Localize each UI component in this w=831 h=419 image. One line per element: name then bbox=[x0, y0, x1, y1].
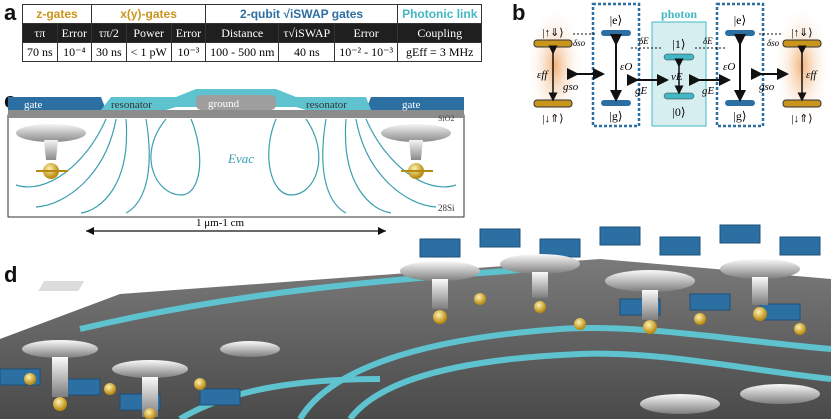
right-gate-label: gate bbox=[402, 99, 420, 111]
left-g-level bbox=[601, 100, 631, 106]
si28-label: 28Si bbox=[438, 203, 455, 213]
value-cell: 40 ns bbox=[278, 42, 336, 62]
left-eo-label: εO bbox=[620, 61, 632, 73]
value-cell: 70 ns bbox=[22, 42, 58, 62]
value-cell: 10⁻⁴ bbox=[56, 42, 93, 62]
value-cell: 30 ns bbox=[91, 42, 127, 62]
left-spin-glow bbox=[527, 4, 583, 128]
table-group-row: z-gates x(y)-gates 2-qubit √iSWAP gates … bbox=[22, 4, 483, 24]
photon-1-label: |1⟩ bbox=[672, 37, 685, 51]
gate-blocks bbox=[0, 224, 821, 411]
ground-electrode bbox=[196, 95, 276, 110]
right-e-level bbox=[725, 30, 755, 36]
resonator-traces bbox=[79, 264, 831, 419]
value-cell: 100 - 500 nm bbox=[205, 42, 280, 62]
left-dso-label: δso bbox=[573, 38, 586, 48]
photon-title: photon bbox=[661, 7, 697, 21]
right-ge-label: gE bbox=[702, 85, 715, 97]
subheader: Error bbox=[170, 23, 207, 43]
right-spin-down-label: |↓⇑⟩ bbox=[791, 113, 812, 125]
gate-spec-table: z-gates x(y)-gates 2-qubit √iSWAP gates … bbox=[22, 4, 483, 62]
right-g-label: |g⟩ bbox=[733, 109, 746, 123]
value-cell: 10⁻² - 10⁻³ bbox=[334, 42, 399, 62]
left-spin-down-level bbox=[533, 99, 573, 108]
photon-0-label: |0⟩ bbox=[672, 105, 685, 119]
subheader: Distance bbox=[205, 23, 280, 43]
left-donor-orbital bbox=[16, 124, 86, 142]
energy-level-diagram: photon |↑⇓⟩ |↓⇑⟩ |↑⇓⟩ |↓⇑⟩ |e⟩ |g⟩ |e⟩ |… bbox=[527, 2, 827, 128]
group-2qubit-gates: 2-qubit √iSWAP gates bbox=[205, 4, 399, 24]
panel-letter-b: b bbox=[512, 0, 526, 25]
left-gate-label: gate bbox=[24, 99, 42, 111]
group-xy-gates: x(y)-gates bbox=[90, 4, 207, 24]
left-donor-stem bbox=[44, 140, 58, 160]
right-spin-up-level bbox=[782, 39, 822, 48]
left-resonator-label: resonator bbox=[111, 99, 152, 111]
right-de-label: δE bbox=[703, 36, 713, 46]
subheader: τπ/2 bbox=[91, 23, 127, 43]
left-charge-box bbox=[591, 2, 641, 128]
value-cell: gEff = 3 MHz bbox=[397, 42, 483, 62]
donor-array bbox=[22, 254, 820, 417]
subheader: τ√iSWAP bbox=[278, 23, 336, 43]
value-cell: < 1 pW bbox=[125, 42, 172, 62]
subheader: Power bbox=[125, 23, 172, 43]
table-value-row: 70 ns 10⁻⁴ 30 ns < 1 pW 10⁻³ 100 - 500 n… bbox=[22, 42, 483, 62]
table-subheader-row: τπ Error τπ/2 Power Error Distance τ√iSW… bbox=[22, 23, 483, 43]
left-eff-label: εff bbox=[537, 69, 549, 81]
subheader: Error bbox=[56, 23, 93, 43]
subheader: Error bbox=[334, 23, 399, 43]
right-charge-box bbox=[715, 2, 765, 128]
subheader: τπ bbox=[22, 23, 58, 43]
left-g-label: |g⟩ bbox=[609, 109, 622, 123]
left-gate bbox=[8, 97, 106, 110]
right-donor-orbital bbox=[381, 124, 451, 142]
photon-0-level bbox=[663, 92, 695, 100]
left-spin-up-level bbox=[533, 39, 573, 48]
donor-atoms bbox=[24, 293, 806, 419]
field-lines bbox=[15, 118, 457, 214]
left-spin-up-label: |↑⇓⟩ bbox=[542, 27, 563, 39]
panel-letter-a: a bbox=[4, 0, 17, 25]
left-gso-label: gso bbox=[563, 81, 579, 93]
subheader: Coupling bbox=[397, 23, 483, 43]
photon-1-level bbox=[663, 53, 695, 61]
right-gate bbox=[366, 97, 464, 110]
panel-letter-d: d bbox=[4, 262, 18, 287]
nu-e-label: νE bbox=[671, 71, 683, 83]
top-trace bbox=[38, 281, 85, 291]
device-array-rendering bbox=[0, 224, 831, 419]
right-resonator-label: resonator bbox=[306, 99, 347, 111]
right-spin-up-label: |↑⇓⟩ bbox=[791, 27, 812, 39]
left-e-level bbox=[601, 30, 631, 36]
value-cell: 10⁻³ bbox=[170, 42, 207, 62]
left-spin-down-label: |↓⇑⟩ bbox=[542, 113, 563, 125]
sio2-layer bbox=[8, 110, 464, 118]
left-de-label: δE bbox=[639, 36, 649, 46]
left-ge-label: gE bbox=[635, 85, 648, 97]
right-dso-label: δso bbox=[767, 38, 780, 48]
right-e-label: |e⟩ bbox=[734, 13, 746, 27]
device-cross-section: gate gate resonator resonator ground SiO… bbox=[7, 89, 465, 235]
right-eff-label: εff bbox=[806, 69, 818, 81]
group-z-gates: z-gates bbox=[22, 4, 92, 24]
right-eo-label: εO bbox=[723, 61, 735, 73]
group-photonic-link: Photonic link bbox=[397, 4, 483, 24]
right-donor-stem bbox=[409, 140, 423, 160]
ground-label: ground bbox=[208, 98, 240, 110]
right-spin-down-level bbox=[782, 99, 822, 108]
sio2-label: SiO2 bbox=[438, 114, 454, 123]
left-e-label: |e⟩ bbox=[610, 13, 622, 27]
evac-label: Evac bbox=[227, 151, 254, 166]
scale-label: 1 μm-1 cm bbox=[196, 217, 244, 229]
right-g-level bbox=[725, 100, 755, 106]
right-gso-label: gso bbox=[759, 81, 775, 93]
right-spin-glow bbox=[774, 4, 827, 128]
